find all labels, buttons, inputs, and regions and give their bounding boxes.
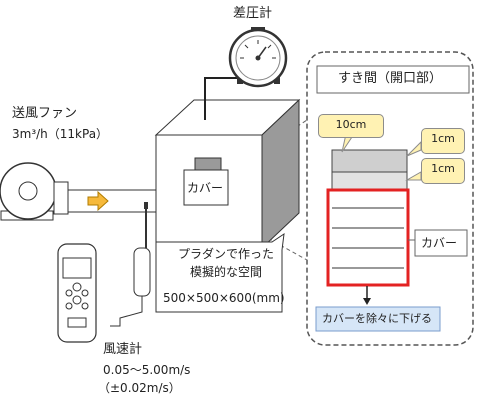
fan-label: 送風ファン [12,106,78,121]
airflow-arrow-icon [87,190,109,212]
down-arrow-head [363,298,371,305]
probe-tip [144,202,148,209]
cover-label: カバー [421,236,458,250]
gauge-tube [204,77,238,120]
fan-outlet [53,181,69,215]
probe-handle [133,247,151,297]
gap-panel-title-box [316,65,470,94]
anemometer-accuracy: （±0.02m/s） [98,381,181,395]
anemometer-button [65,289,73,297]
gauge-knob [251,27,265,31]
anemometer-button [81,302,89,310]
gap-panel-title: すき間（開口部） [338,71,443,86]
callout-1cm-lower: 1cm [421,158,465,184]
space-note-line1: プラダンで作った [178,247,275,261]
cover-box-label: カバー [187,181,224,195]
action-box [315,306,441,332]
plate-gray [331,171,408,190]
cover-box-rect [183,169,229,206]
callout-1cm-upper: 1cm [421,128,465,154]
anemometer-slot [67,317,87,328]
cover-handle [194,157,222,171]
space-note-line2: 模擬的な空間 [190,265,263,279]
cover-label-box [414,229,468,257]
anemometer-button [72,295,82,305]
anemometer-button [81,289,89,297]
anemometer-range: 0.05～5.00m/s [103,363,191,377]
fan-spec: 3m³/h（11kPa） [12,127,109,141]
cover-plate [326,188,410,287]
probe-cable [110,296,143,327]
plate-gray [331,149,408,173]
gauge-label: 差圧計 [233,6,273,21]
anemometer-label: 風速計 [103,342,143,357]
space-note-dims: 500×500×600(mm) [163,291,285,305]
callout-10cm: 10cm [318,114,384,138]
gauge-ticks [240,40,276,59]
anemometer-screen [62,257,92,279]
action-label: カバーを除々に下げる [322,312,432,325]
anemometer-button [72,282,82,292]
anemometer-button [65,302,73,310]
gauge-pivot [255,55,261,61]
fan-hub [18,181,38,201]
space-note-box [155,232,285,313]
